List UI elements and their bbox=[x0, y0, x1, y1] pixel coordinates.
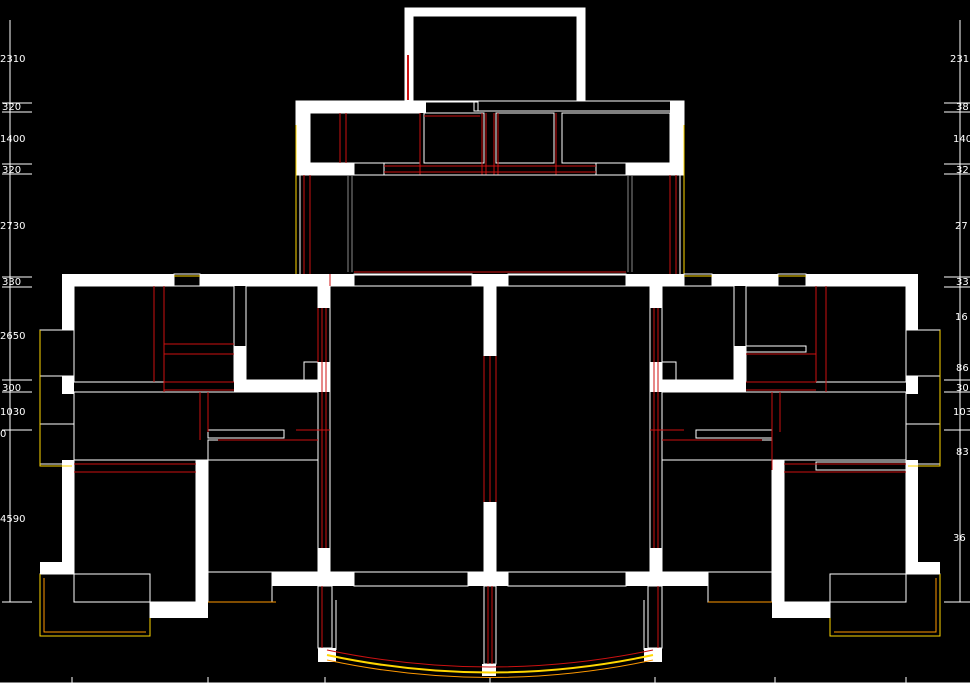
right-dim-16: 16 bbox=[955, 312, 968, 323]
right-dim-231: 231 bbox=[950, 54, 969, 65]
bottom-dimension-ticks bbox=[0, 677, 970, 683]
left-dimension-chain bbox=[2, 20, 32, 603]
left-dim-2730: 2730 bbox=[0, 221, 25, 232]
left-dim-0: 0 bbox=[0, 429, 6, 440]
left-dim-300: 300 bbox=[2, 383, 21, 394]
top-stair-room bbox=[404, 7, 586, 103]
left-dim-4590: 4590 bbox=[0, 514, 25, 525]
left-dim-330: 330 bbox=[2, 277, 21, 288]
main-outer-walls bbox=[40, 274, 940, 676]
right-dim-103: 103 bbox=[953, 407, 970, 418]
right-dim-36: 36 bbox=[953, 533, 966, 544]
right-dim-32: 32 bbox=[956, 165, 969, 176]
left-dim-1030: 1030 bbox=[0, 407, 25, 418]
top-wing bbox=[295, 100, 685, 277]
left-dim-320-a: 320 bbox=[2, 102, 21, 113]
balcony-trims bbox=[39, 275, 941, 637]
left-dim-2650: 2650 bbox=[0, 331, 25, 342]
right-dim-86: 86 bbox=[956, 363, 969, 374]
left-dim-2310: 2310 bbox=[0, 54, 25, 65]
right-dim-38: 38 bbox=[956, 102, 969, 113]
left-dim-1400: 1400 bbox=[0, 134, 25, 145]
right-dim-27: 27 bbox=[955, 221, 968, 232]
red-partition-lines bbox=[74, 274, 906, 664]
curved-front-balcony bbox=[326, 600, 654, 678]
right-dimension-chain bbox=[944, 20, 970, 603]
right-dim-33: 33 bbox=[956, 277, 969, 288]
right-dim-83: 83 bbox=[956, 447, 969, 458]
right-dim-30: 30 bbox=[956, 383, 969, 394]
right-dim-140: 140 bbox=[953, 134, 970, 145]
middle-hall bbox=[299, 174, 681, 276]
left-dim-320-b: 320 bbox=[2, 165, 21, 176]
